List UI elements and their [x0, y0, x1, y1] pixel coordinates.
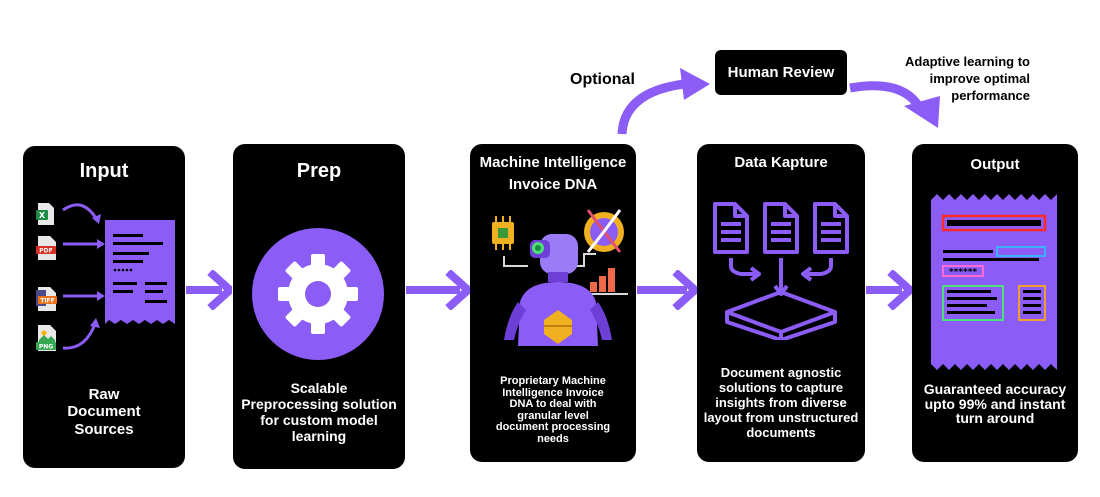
stage-desc-prep: Scalable Preprocessing solution for cust… [241, 380, 397, 445]
dna-icon [584, 209, 624, 253]
optional-arrow [617, 68, 710, 135]
input-arrows [62, 203, 105, 350]
png-file-icon: PNG [35, 324, 59, 352]
robot-icon [492, 209, 628, 346]
bar-chart-icon [590, 268, 615, 292]
stage-desc-data-kapture: Document agnostic solutions to capture i… [703, 365, 859, 440]
stage-card-prep: Prep Scalable Preprocessing solution for… [233, 144, 405, 469]
stage-desc-input: Raw Document Sources [67, 386, 141, 438]
stage-title-input: Input [79, 160, 129, 182]
document-icon [105, 220, 175, 324]
human-review-label: Human Review [727, 64, 835, 81]
stage-card-data-kapture: Data Kapture Docume [697, 144, 865, 462]
stage-title-mi-dna: Machine Intelligence Invoice DNA [479, 154, 627, 193]
svg-text:PNG: PNG [39, 344, 53, 351]
svg-text:X: X [39, 211, 46, 220]
arrow-icon [406, 270, 470, 310]
stage-card-mi-dna: Machine Intelligence Invoice DNA [470, 144, 636, 462]
arrow-icon [866, 270, 912, 310]
arrow-icon [637, 270, 697, 310]
stacked-documents-icon [713, 202, 849, 340]
stage-desc-mi-dna: Proprietary Machine Intelligence Invoice… [495, 375, 611, 445]
output-document-icon: ****** [931, 194, 1057, 370]
stage-title-output: Output [970, 156, 1020, 173]
adaptive-arrow [849, 81, 940, 128]
stage-card-input: Input X PDF TIFF PNG [23, 146, 185, 468]
excel-file-icon: X [35, 202, 57, 226]
svg-text:TIFF: TIFF [40, 298, 55, 305]
svg-text:PDF: PDF [39, 248, 52, 255]
chip-icon [492, 216, 514, 250]
adaptive-note: Adaptive learning to improve optimal per… [905, 54, 1030, 103]
stage-title-prep: Prep [296, 160, 342, 182]
gear-icon [252, 228, 384, 360]
tiff-file-icon: TIFF [35, 286, 59, 312]
stage-desc-output: Guaranteed accuracy upto 99% and instant… [923, 381, 1067, 427]
human-review-box: Human Review [715, 50, 847, 95]
stage-title-data-kapture: Data Kapture [734, 154, 828, 171]
optional-label: Optional [570, 71, 635, 88]
arrow-icon [186, 270, 232, 310]
masked-value: ****** [949, 268, 978, 278]
stage-card-output: Output ****** Guaranteed accuracy upto 9… [912, 144, 1078, 462]
pdf-file-icon: PDF [35, 235, 59, 261]
